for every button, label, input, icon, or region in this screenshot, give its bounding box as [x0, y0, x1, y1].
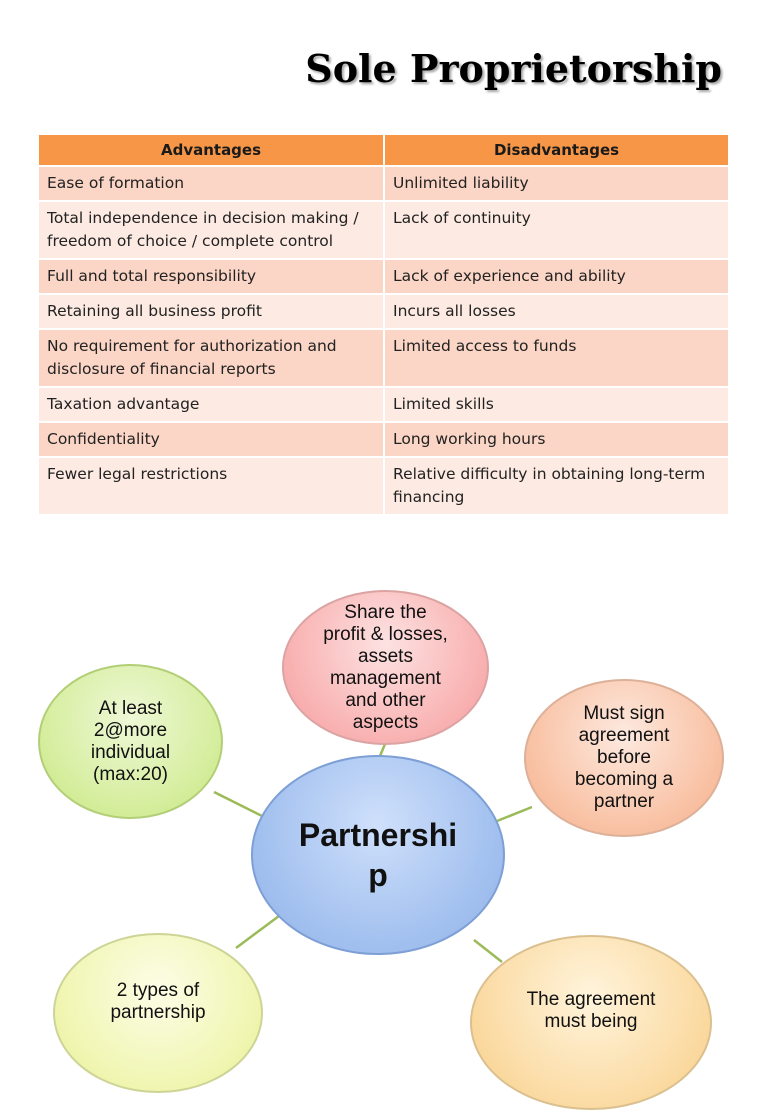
table-header-row: Advantages Disadvantages [39, 135, 730, 167]
bubble-partnership-center: Partnershi p [251, 755, 505, 955]
bubble-text: Share the profit & losses, assets manage… [323, 601, 448, 733]
disadvantage-cell: Lack of continuity [384, 201, 730, 260]
table-row: Confidentiality Long working hours [39, 422, 730, 458]
bubble-text: Must sign agreement before becoming a pa… [574, 703, 674, 812]
bubble-text: At least 2@more individual (max:20) [90, 697, 171, 785]
connector-bottom-left [235, 914, 280, 950]
advantage-cell: Confidentiality [39, 422, 385, 458]
advantage-cell: Retaining all business profit [39, 294, 385, 330]
table-row: Retaining all business profit Incurs all… [39, 294, 730, 330]
table-row: Fewer legal restrictions Relative diffic… [39, 457, 730, 516]
connector-left [213, 790, 267, 820]
connector-top [378, 743, 387, 757]
connector-right [491, 805, 533, 825]
advantage-cell: Ease of formation [39, 166, 385, 202]
disadvantage-cell: Limited access to funds [384, 329, 730, 388]
bubble-min-individuals: At least 2@more individual (max:20) [38, 664, 223, 819]
table-row: Total independence in decision making / … [39, 201, 730, 260]
disadvantage-cell: Unlimited liability [384, 166, 730, 202]
disadvantage-cell: Limited skills [384, 387, 730, 423]
disadvantage-cell: Long working hours [384, 422, 730, 458]
header-advantages: Advantages [39, 135, 385, 167]
disadvantage-cell: Relative difficulty in obtaining long-te… [384, 457, 730, 516]
advantage-cell: No requirement for authorization and dis… [39, 329, 385, 388]
advantage-cell: Total independence in decision making / … [39, 201, 385, 260]
connector-bottom-right [473, 939, 503, 963]
disadvantage-cell: Lack of experience and ability [384, 259, 730, 295]
table-row: Taxation advantage Limited skills [39, 387, 730, 423]
bubble-text: Partnershi p [298, 817, 458, 893]
advantage-cell: Taxation advantage [39, 387, 385, 423]
advantage-cell: Fewer legal restrictions [39, 457, 385, 516]
table-row: Ease of formation Unlimited liability [39, 166, 730, 202]
bubble-text: 2 types of partnership [110, 980, 206, 1023]
advantages-disadvantages-table: Advantages Disadvantages Ease of formati… [39, 135, 730, 516]
table-row: No requirement for authorization and dis… [39, 329, 730, 388]
bubble-text: The agreement must being [526, 989, 656, 1032]
advantage-cell: Full and total responsibility [39, 259, 385, 295]
bubble-agreement: The agreement must being [470, 935, 712, 1110]
bubble-sign-agreement: Must sign agreement before becoming a pa… [524, 679, 724, 837]
header-disadvantages: Disadvantages [384, 135, 730, 167]
disadvantage-cell: Incurs all losses [384, 294, 730, 330]
page-title: Sole Proprietorship [305, 46, 722, 91]
partnership-diagram: Share the profit & losses, assets manage… [0, 560, 768, 1110]
connector-lines [213, 743, 533, 963]
bubble-partnership-types: 2 types of partnership [53, 933, 263, 1093]
bubble-share-profit: Share the profit & losses, assets manage… [282, 590, 489, 745]
table-row: Full and total responsibility Lack of ex… [39, 259, 730, 295]
